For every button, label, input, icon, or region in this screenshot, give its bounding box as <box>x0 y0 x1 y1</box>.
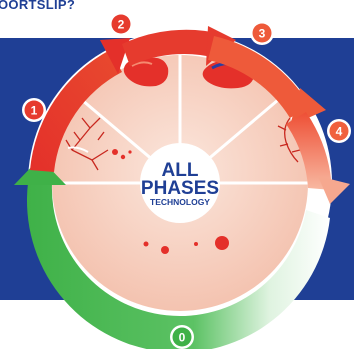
follicle-illustration-1 <box>65 117 109 171</box>
cell-bursts <box>143 236 229 254</box>
phase-badge-1: 1 <box>22 98 46 122</box>
center-title-line1: ALL <box>162 160 199 181</box>
green-arrowhead <box>14 158 66 185</box>
follicle-illustration-2 <box>123 56 169 87</box>
fading-arrowhead-4 <box>318 176 350 204</box>
orange-arrow-arc-3 <box>208 36 310 118</box>
center-circle <box>140 143 220 223</box>
page-title: OORTSLIP? <box>0 0 76 12</box>
red-arrow-arc-1 <box>30 50 122 172</box>
svg-text:3: 3 <box>259 27 266 41</box>
svg-text:0: 0 <box>179 331 186 345</box>
red-arrowhead-1 <box>100 38 130 74</box>
phase-badge-3: 3 <box>250 21 274 45</box>
phase-badge-2: 2 <box>109 12 133 36</box>
cell-dots-1 <box>112 149 132 160</box>
red-arrow-arc-2 <box>122 29 222 66</box>
follicle-illustration-4 <box>277 117 301 163</box>
svg-text:4: 4 <box>336 125 343 139</box>
phase-badge-4: 4 <box>327 119 351 143</box>
phase-badge-0: 0 <box>170 325 194 349</box>
svg-text:1: 1 <box>31 104 38 118</box>
svg-text:2: 2 <box>118 18 125 32</box>
fading-arrow-arc-4 <box>286 112 332 190</box>
center-title-line3: TECHNOLOGY <box>150 197 210 207</box>
center-title-line2: PHASES <box>141 178 219 199</box>
green-arrow-arc <box>27 183 330 349</box>
